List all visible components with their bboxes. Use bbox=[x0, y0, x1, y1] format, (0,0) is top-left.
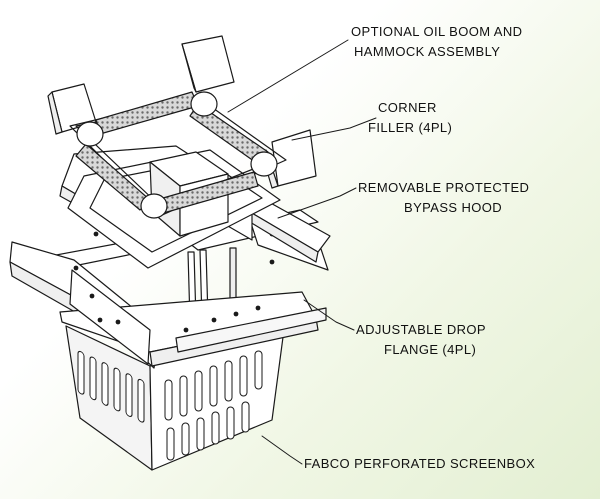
corner-filler-label-line1: CORNER bbox=[378, 100, 437, 115]
corner-filler-label-line2: FILLER (4PL) bbox=[368, 120, 453, 135]
drop-flange-label-line2: FLANGE (4PL) bbox=[384, 342, 477, 357]
oil-boom-label-line1: OPTIONAL OIL BOOM AND bbox=[351, 24, 523, 39]
leader-lines bbox=[227, 39, 377, 465]
screenbox-label-line1: FABCO PERFORATED SCREENBOX bbox=[304, 456, 536, 471]
drop-flange-label: ADJUSTABLE DROP FLANGE (4PL) bbox=[356, 320, 486, 360]
corner-filler-label: CORNER FILLER (4PL) bbox=[368, 98, 452, 138]
bypass-hood-label-line1: REMOVABLE PROTECTED bbox=[358, 180, 530, 195]
perforated-screenbox bbox=[65, 321, 286, 471]
oil-boom-label: OPTIONAL OIL BOOM AND HAMMOCK ASSEMBLY bbox=[351, 22, 522, 62]
oil-boom-assembly bbox=[47, 35, 317, 219]
screenbox-label: FABCO PERFORATED SCREENBOX bbox=[304, 454, 535, 474]
drop-flange-label-line1: ADJUSTABLE DROP bbox=[356, 322, 487, 337]
bypass-hood-label-line2: BYPASS HOOD bbox=[404, 200, 503, 215]
bypass-hood-label: REMOVABLE PROTECTED BYPASS HOOD bbox=[358, 178, 529, 218]
oil-boom-label-line2: HAMMOCK ASSEMBLY bbox=[354, 44, 501, 59]
